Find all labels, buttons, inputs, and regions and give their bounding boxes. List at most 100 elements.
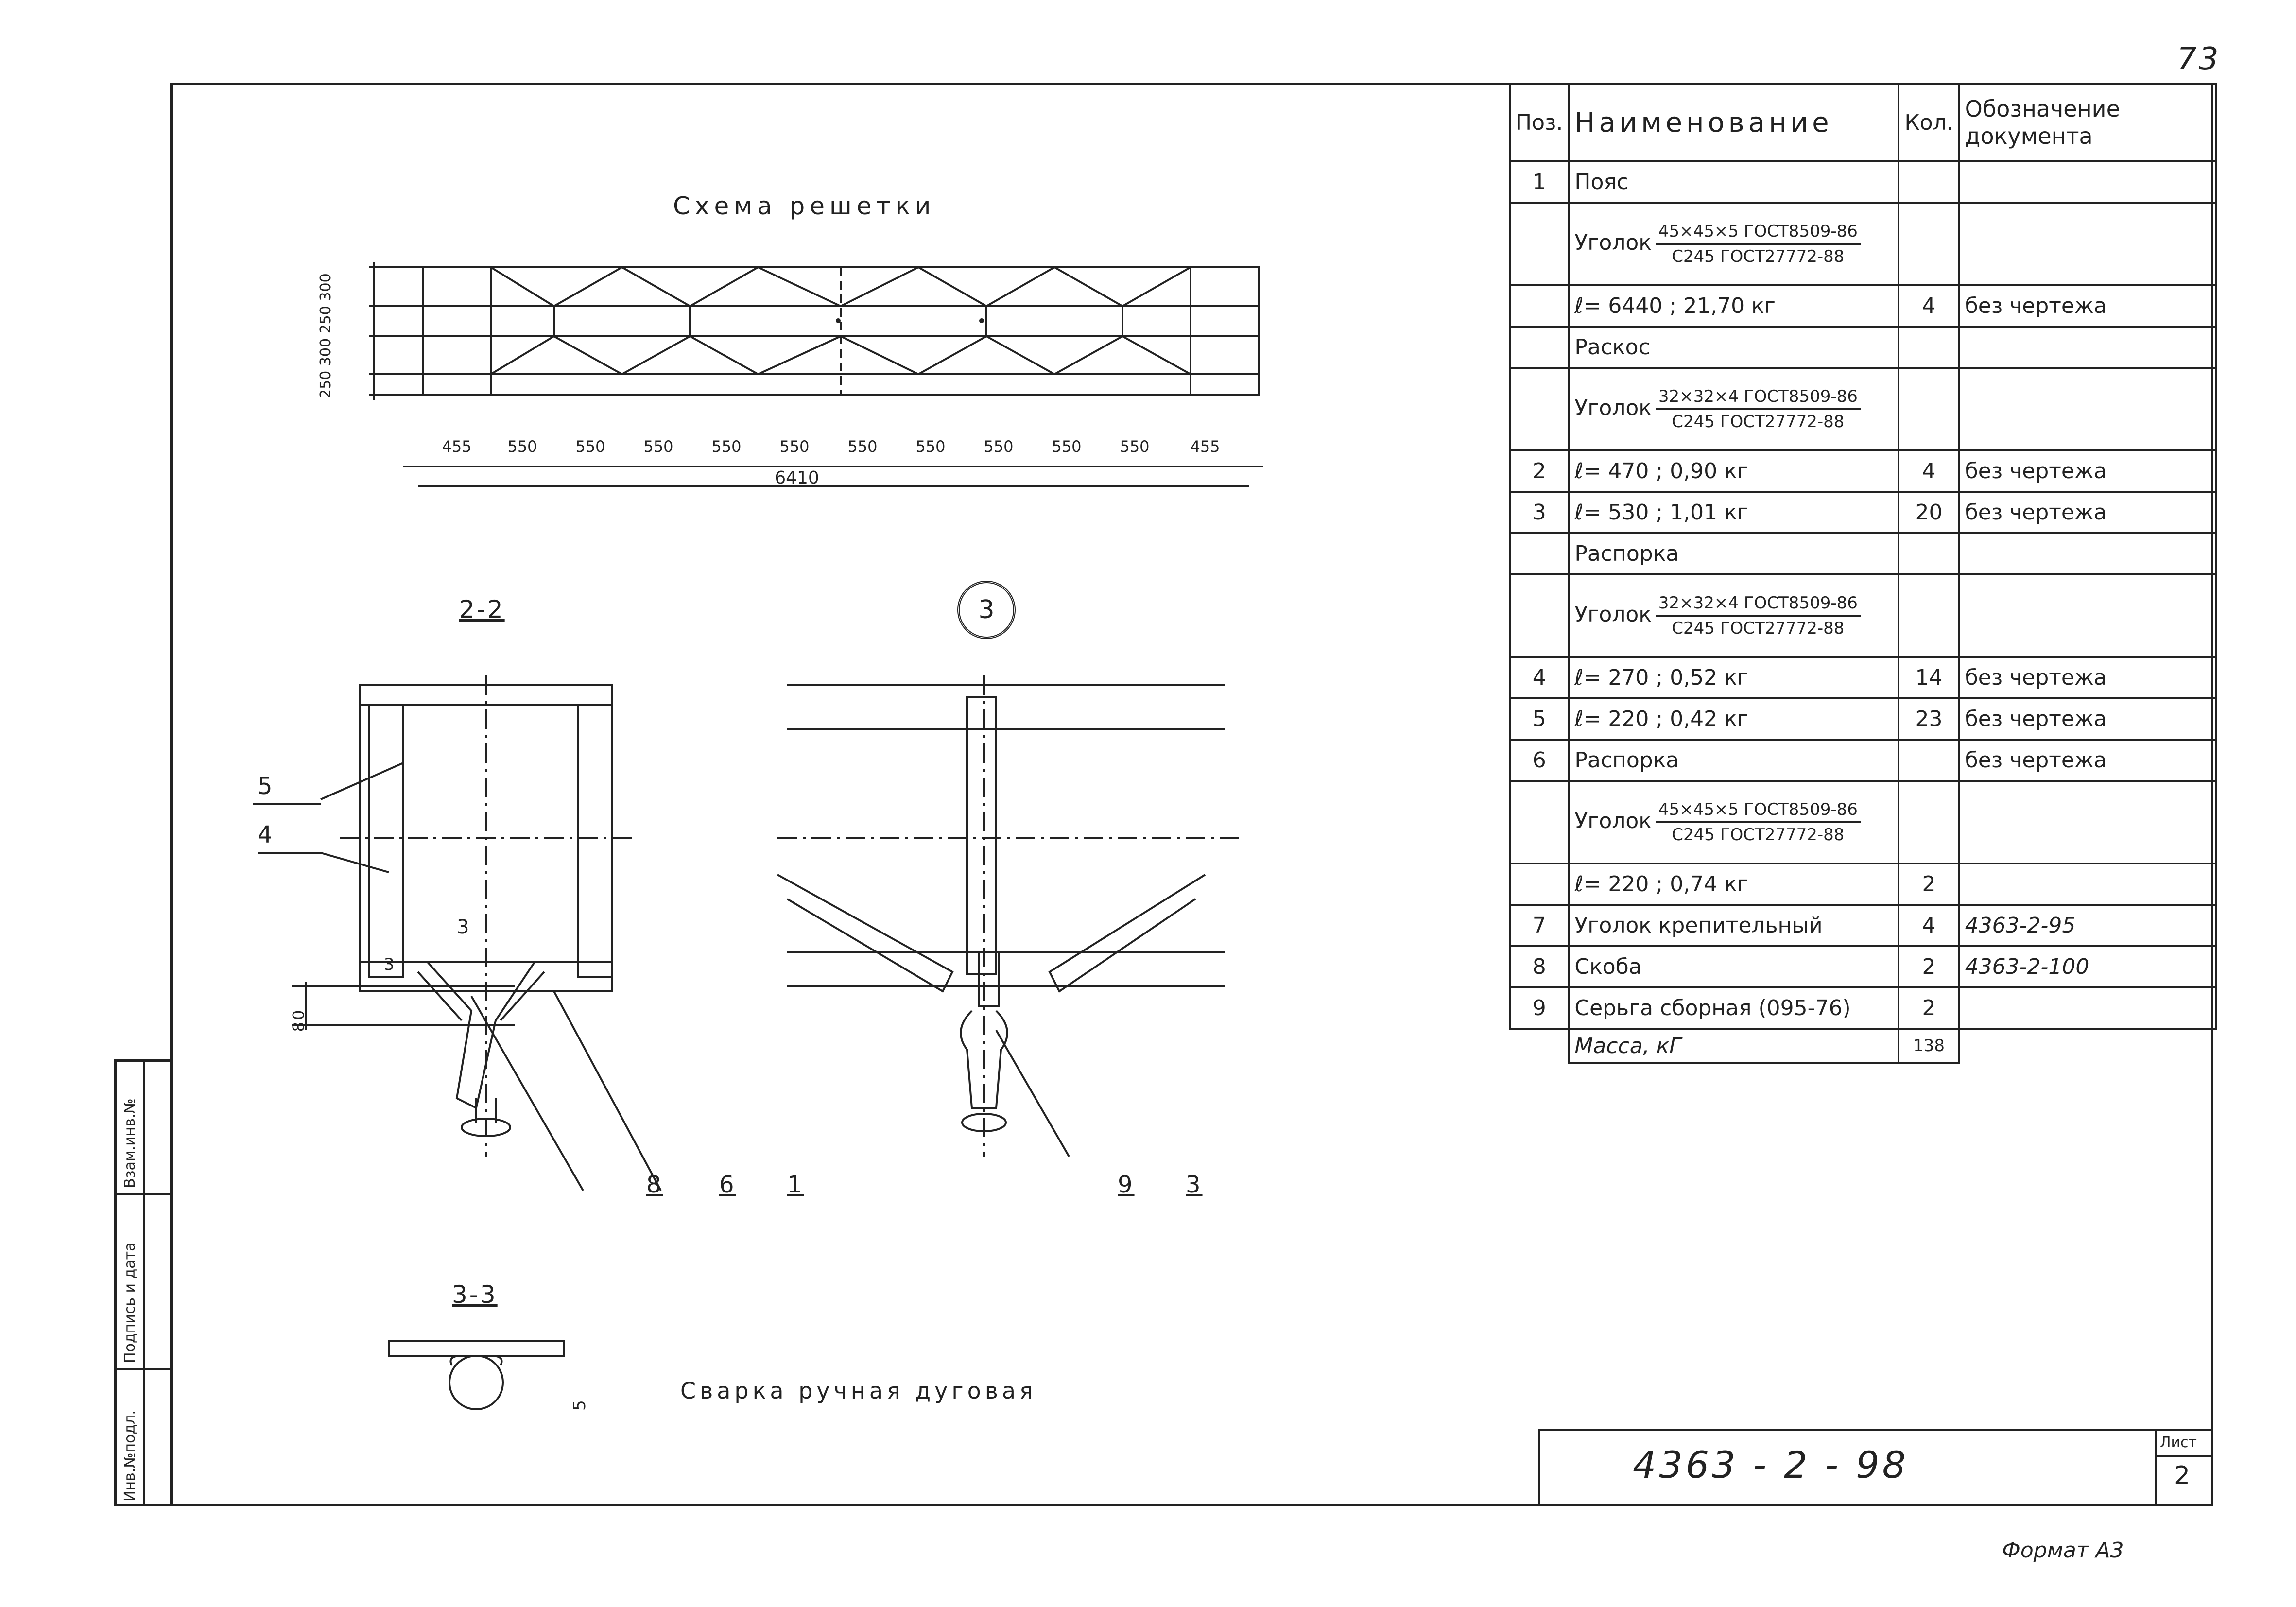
spec-qty: 2	[1898, 945, 1960, 988]
spec-name: ℓ= 220 ; 0,74 кг	[1568, 863, 1900, 906]
sheet-label: Лист	[2160, 1434, 2197, 1451]
spec-name: Распорка	[1568, 532, 1900, 575]
spec-qty	[1898, 780, 1960, 864]
spec-pos	[1508, 367, 1570, 451]
spec-name: Раскос	[1568, 326, 1900, 369]
spec-name: Распорка	[1568, 739, 1900, 782]
spec-doc	[1958, 367, 2217, 451]
spec-name: ℓ= 470 ; 0,90 кг	[1568, 449, 1900, 493]
spec-doc	[1958, 160, 2217, 204]
spec-name: ℓ= 530 ; 1,01 кг	[1568, 491, 1900, 534]
spec-row: Раскос	[1508, 326, 2217, 369]
spec-doc	[1958, 326, 2217, 369]
spec-pos	[1508, 284, 1570, 328]
spec-row: Распорка	[1508, 532, 2217, 575]
fraction-label: Уголок	[1574, 602, 1652, 627]
scheme-dim-label: 455	[1190, 437, 1220, 456]
spec-qty: 14	[1898, 656, 1960, 699]
spec-doc: без чертежа	[1958, 739, 2217, 782]
title-block: Лист 2 4363 - 2 - 98	[1538, 1429, 2213, 1506]
spec-doc	[1958, 573, 2217, 658]
spec-qty	[1898, 532, 1960, 575]
mass-value: 138	[1898, 1028, 1960, 1064]
weld-label: Сварка ручная дуговая	[680, 1378, 1037, 1404]
spec-pos: 9	[1508, 986, 1570, 1030]
callout-80: 80	[289, 1008, 308, 1032]
spec-pos: 3	[1508, 491, 1570, 534]
spec-mass-row: Масса, кГ 138	[1510, 1028, 2216, 1064]
spec-qty	[1898, 739, 1960, 782]
side-label-replace: Взам.инв.№	[121, 1098, 138, 1188]
spec-pos	[1508, 573, 1570, 658]
side-stamp: Инв.№подл. Подпись и дата Взам.инв.№	[114, 1059, 173, 1506]
fraction-top: 45×45×5 ГОСТ8509-86	[1655, 222, 1861, 245]
spec-qty: 4	[1898, 284, 1960, 328]
spec-qty: 4	[1898, 449, 1960, 493]
spec-pos: 6	[1508, 739, 1570, 782]
fraction-label: Уголок	[1574, 230, 1652, 255]
spec-doc	[1958, 986, 2217, 1030]
format-label: Формат А3	[2002, 1538, 2124, 1563]
spec-name: ℓ= 220 ; 0,42 кг	[1568, 697, 1900, 741]
spec-name: Пояс	[1568, 160, 1900, 204]
scheme-total-dim: 6410	[775, 468, 819, 488]
scheme-dim-label: 550	[711, 437, 741, 456]
spec-doc: без чертежа	[1958, 697, 2217, 741]
fraction-top: 45×45×5 ГОСТ8509-86	[1655, 800, 1861, 823]
spec-qty	[1898, 160, 1960, 204]
node-3-marker: 3	[957, 581, 1016, 639]
spec-doc	[1958, 532, 2217, 575]
spec-qty	[1898, 573, 1960, 658]
spec-doc	[1958, 780, 2217, 864]
spec-doc: 4363-2-95	[1958, 904, 2217, 947]
spec-qty: 4	[1898, 904, 1960, 947]
spec-doc: без чертежа	[1958, 284, 2217, 328]
scheme-left-dims: 250 300 250 300	[317, 273, 334, 398]
spec-name: Уголок крепительный	[1568, 904, 1900, 947]
spec-pos: 5	[1508, 697, 1570, 741]
spec-pos: 2	[1508, 449, 1570, 493]
callout-8: 8	[646, 1171, 663, 1198]
page-number: 73	[2177, 41, 2221, 77]
header-qty: Кол.	[1898, 83, 1960, 162]
callout-5-weld: 5	[570, 1398, 589, 1411]
fraction-label: Уголок	[1574, 809, 1652, 833]
spec-header-row: Поз. Наименование Кол. Обозначение докум…	[1508, 83, 2217, 162]
spec-pos: 7	[1508, 904, 1570, 947]
spec-pos	[1508, 202, 1570, 286]
side-label-signature: Подпись и дата	[121, 1242, 138, 1364]
document-number: 4363 - 2 - 98	[1633, 1443, 1909, 1486]
callout-4: 4	[258, 821, 275, 848]
mass-label: Масса, кГ	[1568, 1028, 1900, 1064]
spec-qty: 23	[1898, 697, 1960, 741]
spec-name: ℓ= 6440 ; 21,70 кг	[1568, 284, 1900, 328]
sheet-number: 2	[2174, 1461, 2191, 1490]
spec-doc: без чертежа	[1958, 449, 2217, 493]
node-3-drawing	[777, 675, 1244, 1157]
scheme-dim-label: 550	[847, 437, 877, 456]
spec-pos: 4	[1508, 656, 1570, 699]
header-pos: Поз.	[1508, 83, 1570, 162]
spec-qty	[1898, 326, 1960, 369]
scheme-dim-label: 550	[779, 437, 809, 456]
callout-9: 9	[1118, 1171, 1135, 1198]
mass-spacer	[1510, 1029, 1569, 1063]
callout-3-node: 3	[1186, 1171, 1203, 1198]
callout-3-lower: 3	[384, 955, 397, 974]
scheme-dim-label: 550	[984, 437, 1013, 456]
callout-5: 5	[258, 773, 275, 800]
spec-qty: 2	[1898, 986, 1960, 1030]
spec-doc: без чертежа	[1958, 656, 2217, 699]
